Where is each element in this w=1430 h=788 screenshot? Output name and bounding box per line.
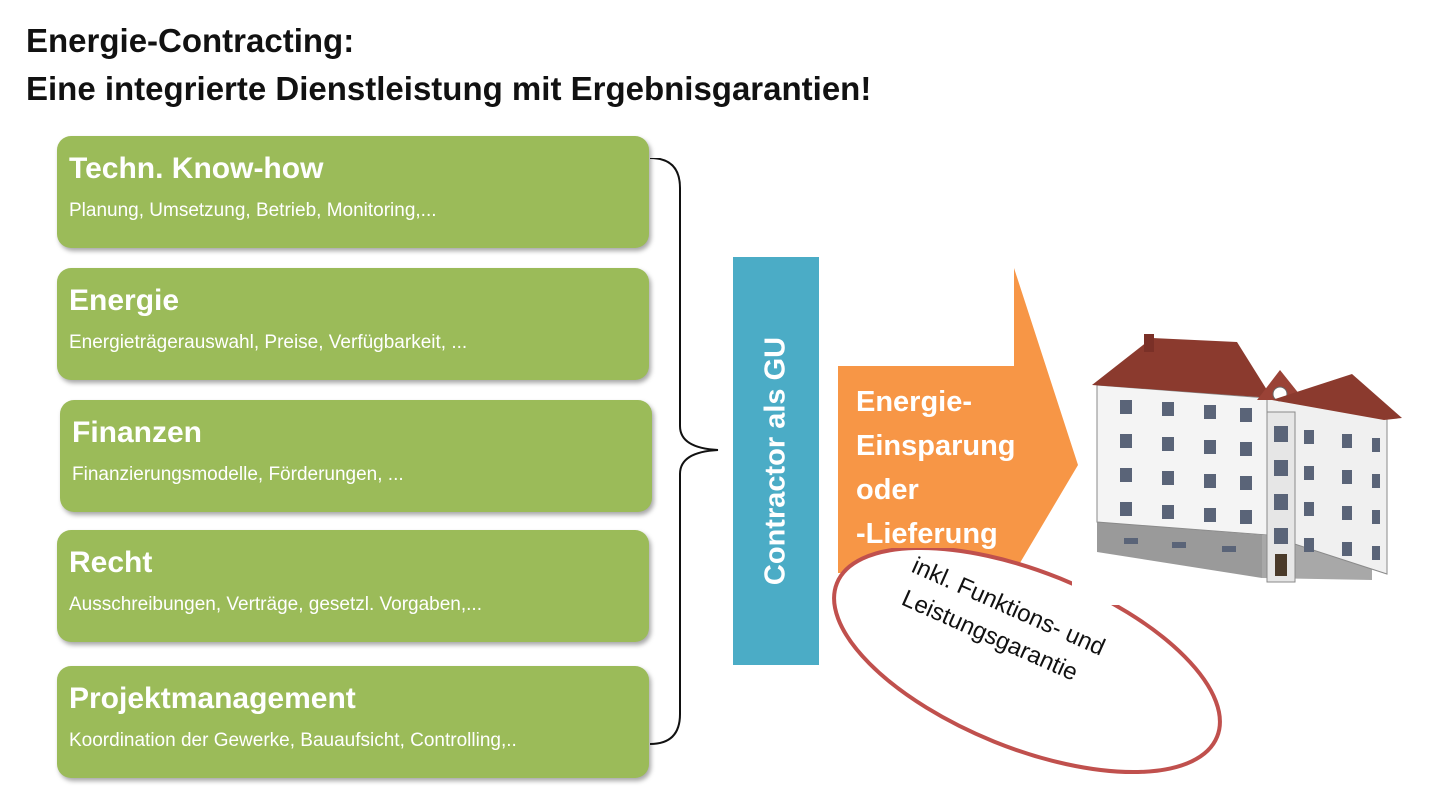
curly-brace-icon: [650, 158, 719, 745]
box-recht: Recht Ausschreibungen, Verträge, gesetzl…: [57, 530, 649, 642]
contractor-bar: Contractor als GU: [733, 257, 819, 665]
box-techn-know-how: Techn. Know-how Planung, Umsetzung, Betr…: [57, 136, 649, 248]
arrow-text: Energie- Einsparung oder -Lieferung: [856, 380, 1016, 556]
box-subtitle: Koordination der Gewerke, Bauaufsicht, C…: [69, 730, 517, 751]
box-finanzen: Finanzen Finanzierungsmodelle, Förderung…: [60, 400, 652, 512]
building-icon: [1072, 334, 1414, 605]
arrow-line: oder: [856, 474, 919, 506]
box-title: Techn. Know-how: [69, 152, 324, 185]
box-projektmanagement: Projektmanagement Koordination der Gewer…: [57, 666, 649, 778]
box-title: Energie: [69, 284, 180, 317]
box-title: Finanzen: [72, 416, 203, 449]
box-subtitle: Ausschreibungen, Verträge, gesetzl. Vorg…: [69, 594, 482, 615]
guarantee-ellipse: [832, 548, 1222, 775]
arrow-line: -Lieferung: [856, 518, 998, 550]
box-title: Recht: [69, 546, 153, 579]
contractor-label: Contractor als GU: [759, 336, 792, 586]
box-subtitle: Planung, Umsetzung, Betrieb, Monitoring,…: [69, 200, 437, 221]
box-subtitle: Energieträgerauswahl, Preise, Verfügbark…: [69, 332, 468, 353]
box-energie: Energie Energieträgerauswahl, Preise, Ve…: [57, 268, 649, 380]
arrow-line: Einsparung: [856, 430, 1016, 462]
arrow-line: Energie-: [856, 386, 973, 418]
page-subtitle: Eine integrierte Dienstleistung mit Erge…: [26, 70, 872, 107]
page-title: Energie-Contracting:: [26, 22, 355, 59]
box-title: Projektmanagement: [69, 682, 356, 715]
arrow-right-icon: [838, 268, 1078, 573]
box-subtitle: Finanzierungsmodelle, Förderungen, ...: [72, 464, 404, 485]
